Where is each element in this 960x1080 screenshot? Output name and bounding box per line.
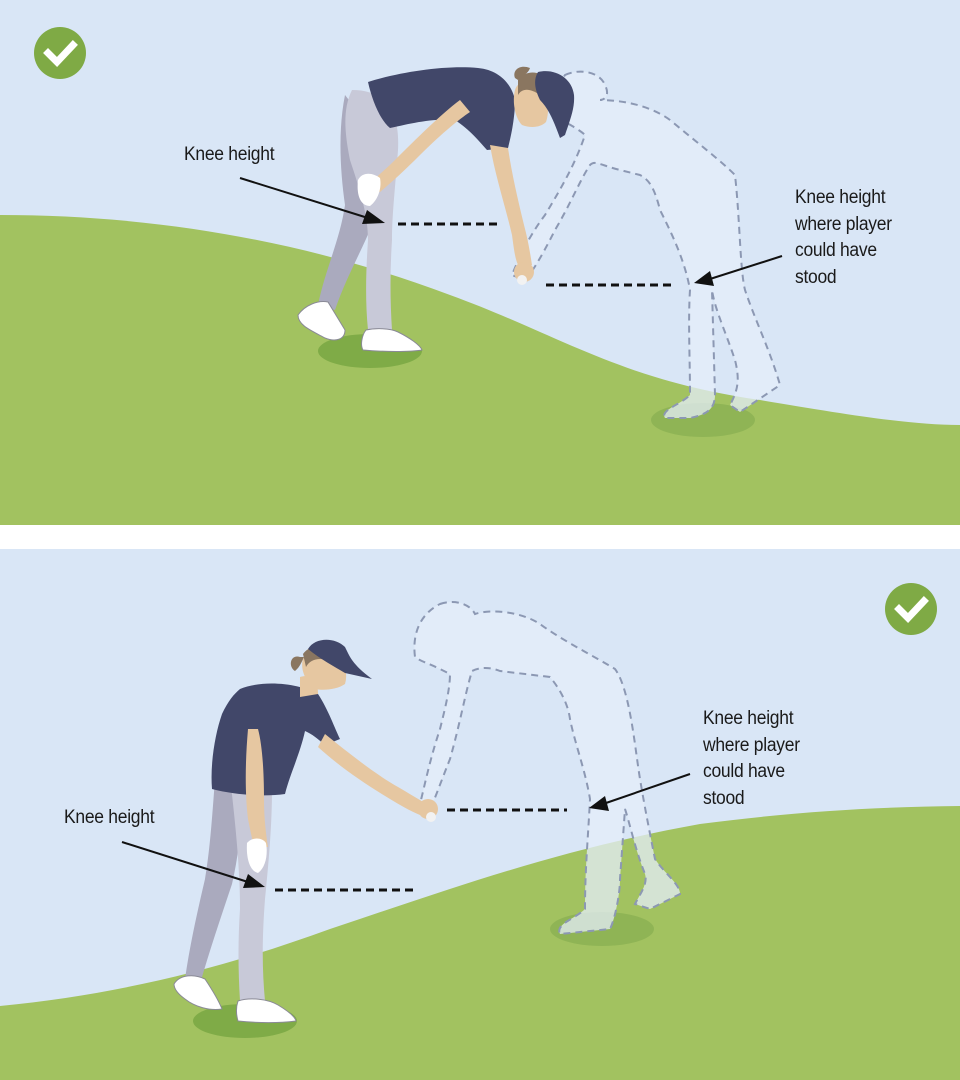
panel-divider (0, 525, 960, 549)
golf-ball (426, 812, 436, 822)
player-glove (246, 838, 267, 873)
top-panel: Knee height Knee height where player cou… (0, 0, 960, 525)
player-figure (297, 66, 575, 352)
player-shoe-back (297, 301, 346, 341)
grass-slope (0, 806, 960, 1080)
arrow-knee-ghost (694, 255, 783, 286)
arrow-knee-player (121, 841, 265, 888)
golf-ball (517, 275, 527, 285)
ghost-knee-height-label: Knee height where player could have stoo… (795, 187, 892, 288)
player-right-arm (490, 145, 532, 265)
player-shoe-front (361, 328, 423, 352)
ghost-figure (413, 601, 682, 936)
player-shoe-back (173, 975, 223, 1010)
knee-height-label: Knee height (184, 144, 275, 165)
player-glove (357, 173, 381, 206)
player-left-arm (245, 729, 268, 847)
top-scene (0, 66, 960, 525)
player-cap (308, 639, 372, 679)
knee-height-label: Knee height (64, 807, 155, 828)
status-check-badge (34, 27, 86, 79)
ghost-knee-height-label: Knee height where player could have stoo… (703, 708, 800, 809)
player-shoe-front (236, 998, 297, 1023)
player-right-arm (318, 734, 425, 815)
grass-slope (0, 215, 960, 525)
player-back-leg (185, 779, 241, 984)
player-shirt (211, 683, 340, 796)
arrow-knee-player (239, 177, 385, 224)
bottom-panel: Knee height Knee height where player cou… (0, 549, 960, 1080)
player-ponytail (514, 66, 530, 80)
player-cap (535, 71, 575, 138)
player-front-leg (345, 90, 399, 330)
player-ponytail (290, 656, 304, 671)
check-icon (894, 596, 929, 624)
check-icon (43, 40, 78, 68)
player-figure (173, 639, 438, 1023)
player-left-arm (368, 100, 470, 192)
player-shirt (368, 67, 515, 150)
status-check-badge (885, 583, 937, 635)
arrow-knee-ghost (589, 773, 691, 811)
bottom-scene (0, 601, 960, 1080)
